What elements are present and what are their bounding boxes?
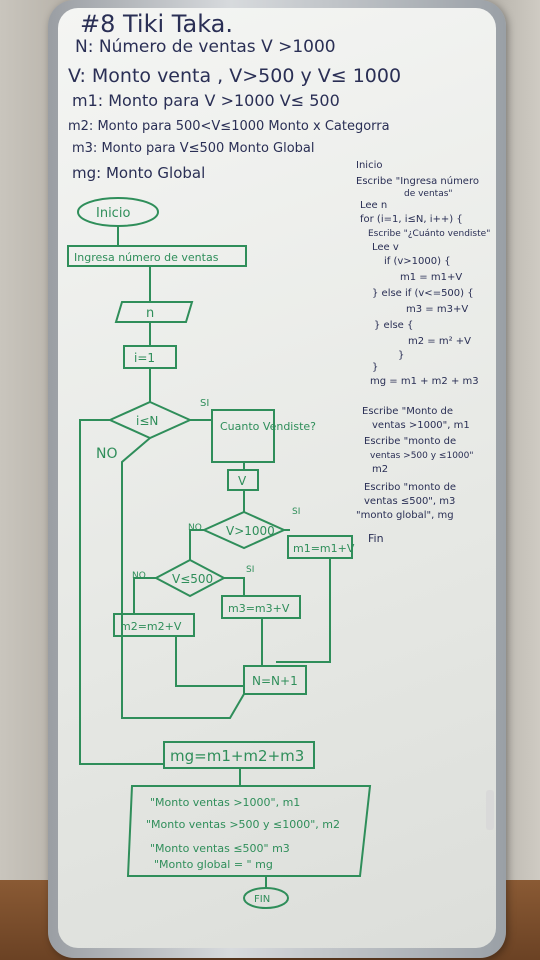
pseudo-line: for (i=1, i≤N, i++) { xyxy=(360,214,463,225)
pseudo-line: m1 = m1+V xyxy=(400,272,462,283)
ask-label: Cuanto Vendiste? xyxy=(220,420,316,433)
output-line: "Monto global = " mg xyxy=(154,858,273,871)
pseudo-line: ventas >500 y ≤1000" xyxy=(370,451,474,461)
pseudo-line: m2 = m² +V xyxy=(408,336,471,347)
def-mg: mg: Monto Global xyxy=(72,164,205,182)
input-box xyxy=(67,245,247,267)
pseudo-line: Escribo "monto de xyxy=(364,482,456,493)
loop-back-arrow xyxy=(121,437,245,719)
def-m2: m2: Monto para 500<V≤1000 Monto x Catego… xyxy=(68,119,390,134)
init-label: i=1 xyxy=(134,351,155,365)
m1-label: m1=m1+V xyxy=(293,542,355,555)
output-line: "Monto ventas >500 y ≤1000", m2 xyxy=(146,818,340,831)
input-label: Ingresa número de ventas xyxy=(74,251,219,264)
pseudo-line: } xyxy=(398,350,404,361)
output-box xyxy=(126,785,372,877)
end-label: FIN xyxy=(254,894,270,905)
arrow xyxy=(276,558,331,663)
m1-box xyxy=(287,535,353,559)
def-m3: m3: Monto para V≤500 Monto Global xyxy=(72,141,315,156)
inc-label: N=N+1 xyxy=(252,674,298,688)
pseudocode: Inicio Escribe "Ingresa número de ventas… xyxy=(356,160,490,545)
cond1-label: V>1000 xyxy=(226,524,275,538)
board-title: #8 Tiki Taka. xyxy=(80,10,233,38)
pseudo-line: Escribe "Monto de xyxy=(362,406,453,417)
pseudo-line: Fin xyxy=(368,532,384,545)
cond2-label: V≤500 xyxy=(172,572,213,586)
cond2-no: NO xyxy=(132,571,146,581)
output-line: "Monto ventas ≤500" m3 xyxy=(150,842,290,855)
pseudo-line: de ventas" xyxy=(404,189,453,199)
pseudo-line: "monto global", mg xyxy=(356,510,454,521)
pseudo-line: if (v>1000) { xyxy=(384,256,451,267)
cond2-yes: SI xyxy=(246,565,254,575)
cond1-no: NO xyxy=(188,523,202,533)
pseudo-line: m2 xyxy=(372,464,388,475)
pseudo-line: Escribe "monto de xyxy=(364,436,456,447)
pseudo-line: ventas >1000", m1 xyxy=(372,420,470,431)
m2-label: m2=m2+V xyxy=(120,620,182,633)
def-n: N: Número de ventas V >1000 xyxy=(75,37,336,57)
arrow xyxy=(189,529,204,560)
output-line: "Monto ventas >1000", m1 xyxy=(150,796,300,809)
arrow xyxy=(79,419,164,765)
read-n-label: n xyxy=(146,306,154,321)
def-v: V: Monto venta , V>500 y V≤ 1000 xyxy=(68,65,401,87)
read-v-label: V xyxy=(238,474,247,488)
pseudo-line: Lee n xyxy=(360,200,387,211)
end-oval xyxy=(243,887,289,909)
loop-no: NO xyxy=(96,446,118,462)
pseudo-line: Lee v xyxy=(372,242,399,253)
inc-box xyxy=(243,665,307,695)
power-cable xyxy=(486,790,494,830)
cond2-diamond xyxy=(153,558,227,598)
pseudo-line: ventas ≤500", m3 xyxy=(364,496,455,507)
total-label: mg=m1+m2+m3 xyxy=(170,747,304,765)
ask-box xyxy=(211,409,275,463)
pseudo-line: m3 = m3+V xyxy=(406,304,468,315)
pseudo-line: Escribe "Ingresa número xyxy=(356,175,479,187)
pseudo-line: } else { xyxy=(374,320,413,331)
loop-yes: SI xyxy=(200,398,209,409)
start-label: Inicio xyxy=(96,206,130,221)
m3-label: m3=m3+V xyxy=(228,602,290,615)
def-m1: m1: Monto para V >1000 V≤ 500 xyxy=(72,91,340,110)
arrow xyxy=(133,577,156,614)
pseudo-line: Inicio xyxy=(356,160,382,171)
m2-box xyxy=(113,613,195,637)
cond1-yes: SI xyxy=(292,507,300,517)
arrow xyxy=(175,636,244,687)
flowchart: Inicio Ingresa número de ventas n i=1 i≤… xyxy=(67,197,372,909)
pseudo-line: mg = m1 + m2 + m3 xyxy=(370,376,479,387)
read-n-box xyxy=(114,301,194,323)
pseudo-line: } xyxy=(372,362,378,373)
pseudo-line: } else if (v<=500) { xyxy=(372,288,474,299)
arrow xyxy=(224,577,245,596)
cond1-diamond xyxy=(201,510,287,550)
loop-cond: i≤N xyxy=(136,414,158,428)
pseudo-line: Escribe "¿Cuánto vendiste" xyxy=(368,229,490,239)
